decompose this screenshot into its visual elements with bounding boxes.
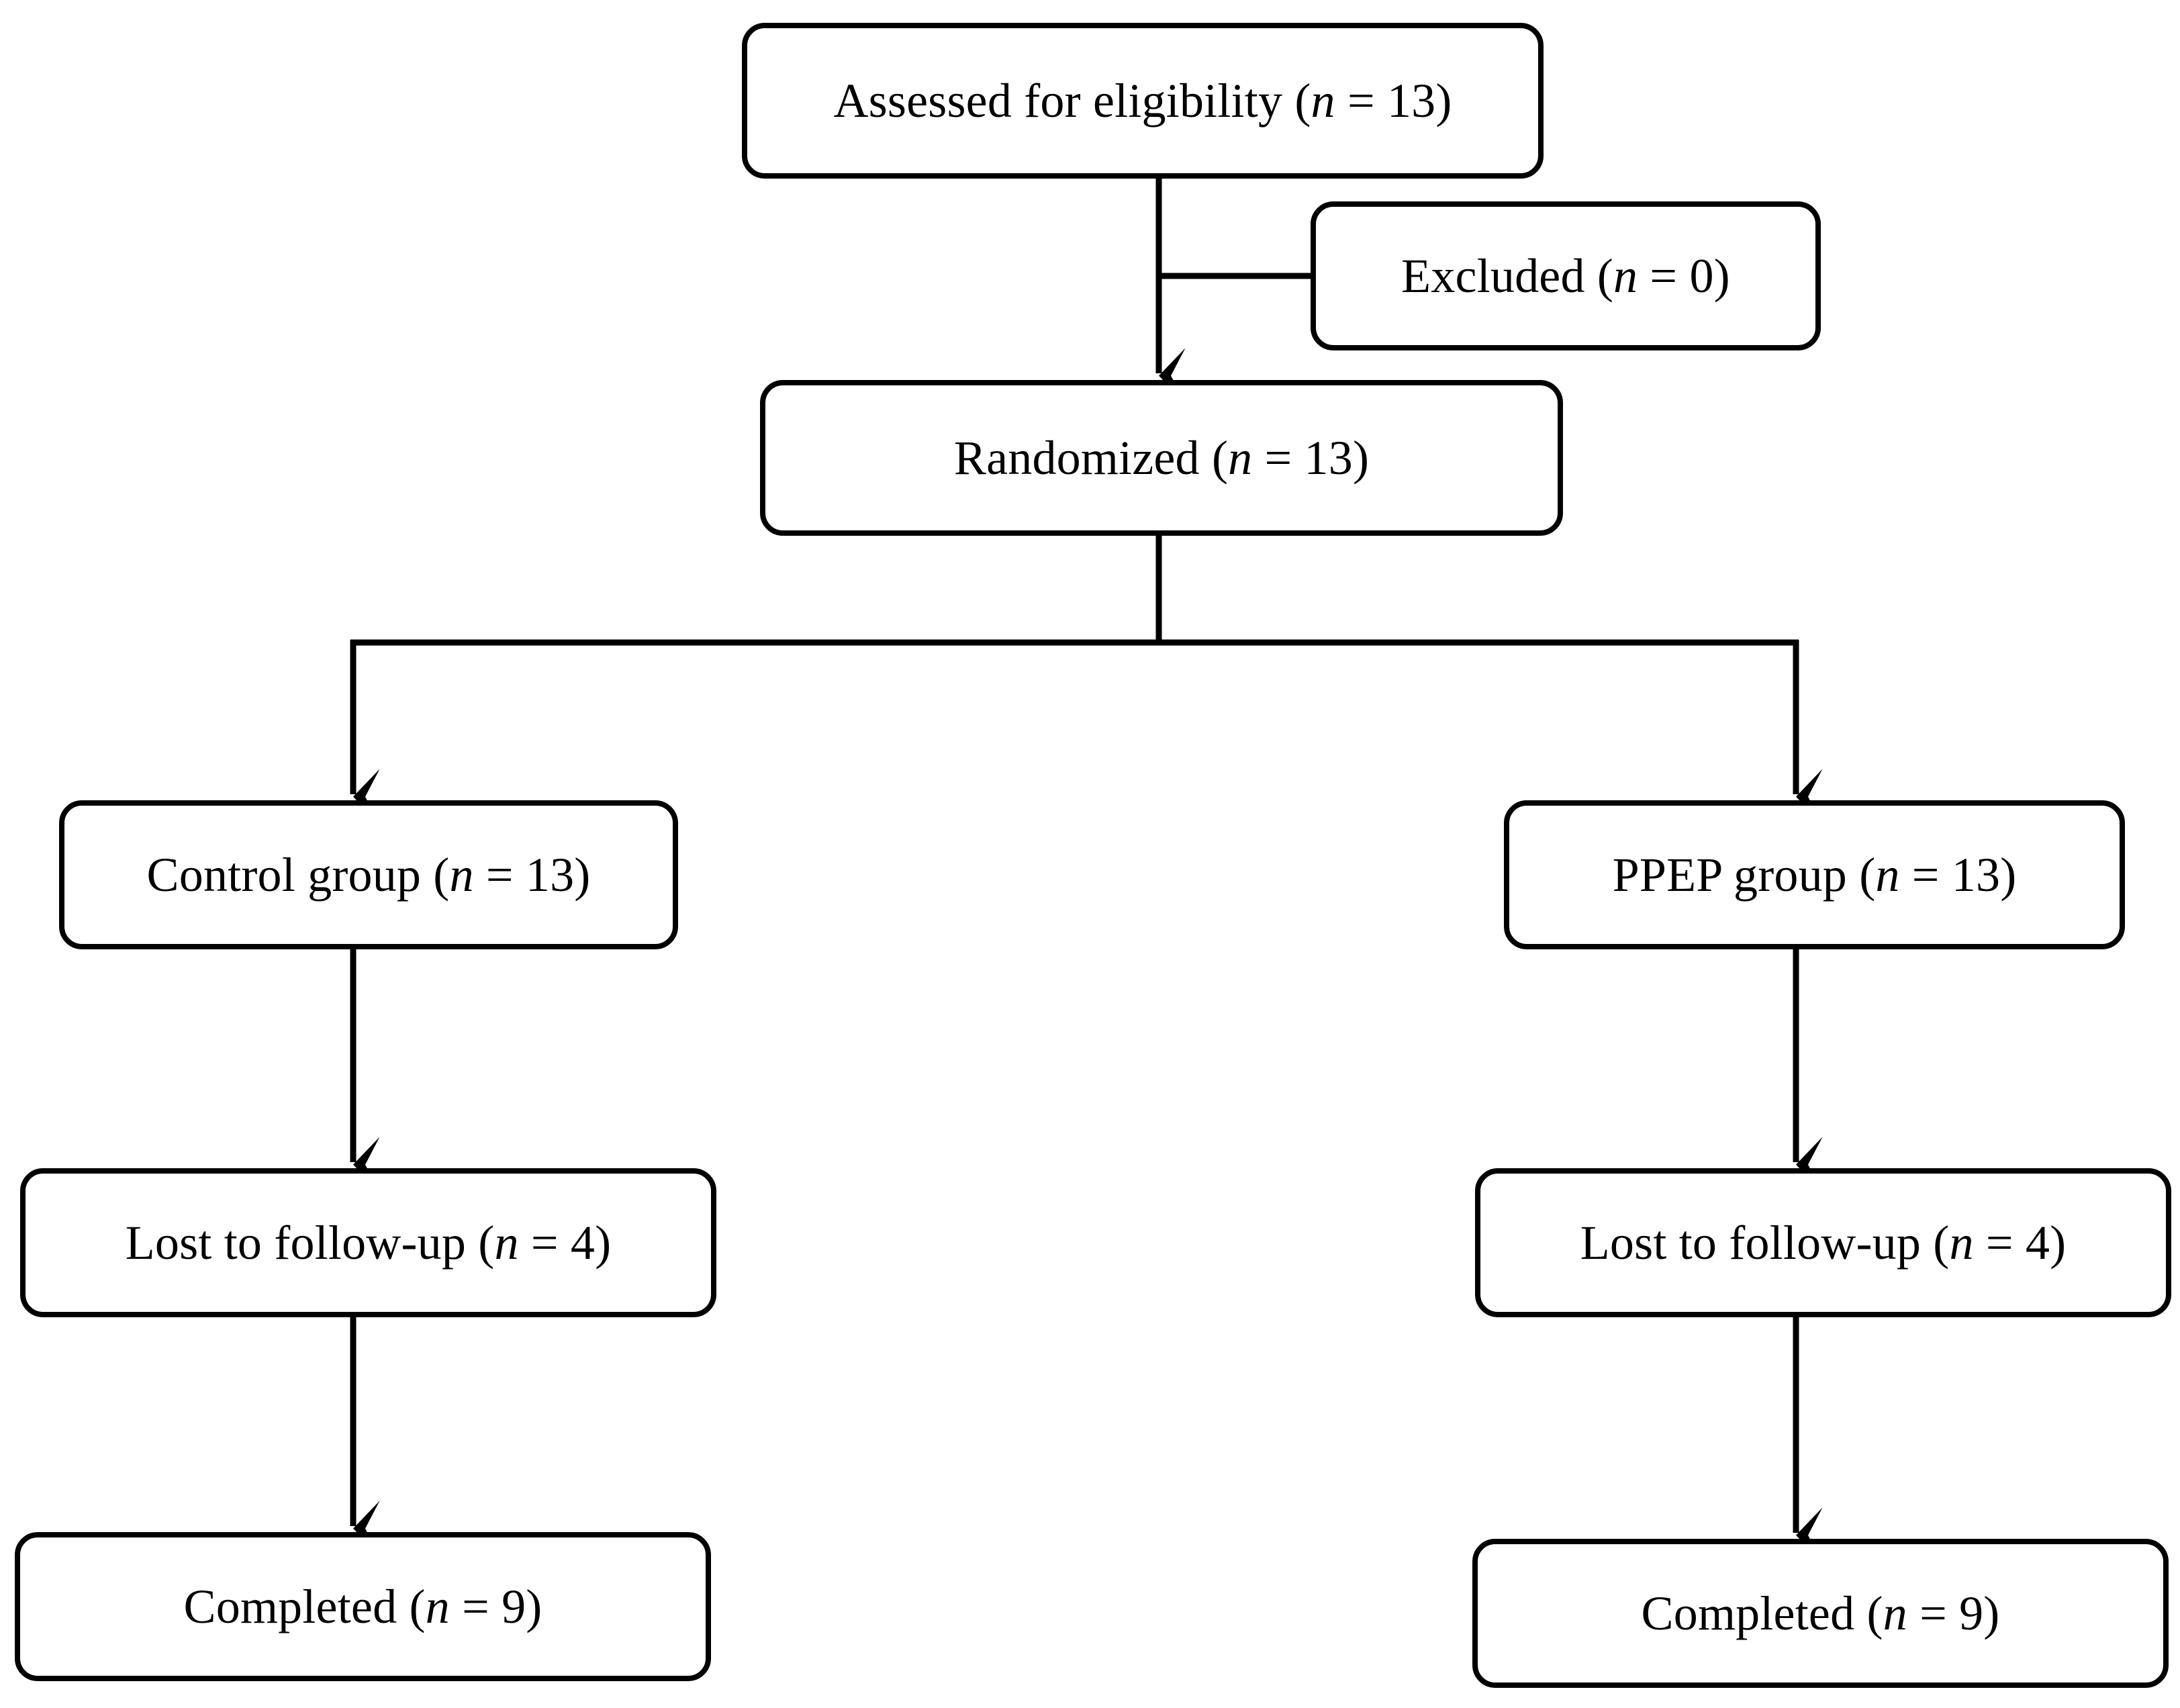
- ppep-group-box[interactable]: PPEP group (n = 13): [1504, 800, 2125, 949]
- excluded-label: Excluded (n = 0): [1401, 248, 1730, 303]
- assessed-for-eligibility-label: Assessed for eligibility (n = 13): [833, 73, 1452, 128]
- randomized-label: Randomized (n = 13): [953, 430, 1370, 485]
- control-completed-label: Completed (n = 9): [183, 1579, 542, 1633]
- control-completed-box[interactable]: Completed (n = 9): [15, 1532, 711, 1681]
- control-group-label: Control group (n = 13): [146, 847, 591, 902]
- ppep-group-label: PPEP group (n = 13): [1612, 847, 2017, 902]
- ppep-completed-box[interactable]: Completed (n = 9): [1472, 1539, 2169, 1688]
- ppep-lost-to-followup-label: Lost to follow-up (n = 4): [1580, 1215, 2067, 1270]
- randomized-box[interactable]: Randomized (n = 13): [760, 380, 1563, 536]
- control-group-box[interactable]: Control group (n = 13): [59, 800, 678, 949]
- excluded-box[interactable]: Excluded (n = 0): [1311, 201, 1821, 350]
- control-lost-to-followup-box[interactable]: Lost to follow-up (n = 4): [20, 1168, 716, 1317]
- ppep-lost-to-followup-box[interactable]: Lost to follow-up (n = 4): [1475, 1168, 2171, 1317]
- ppep-completed-label: Completed (n = 9): [1641, 1586, 2000, 1640]
- assessed-for-eligibility-box[interactable]: Assessed for eligibility (n = 13): [742, 23, 1544, 179]
- control-lost-to-followup-label: Lost to follow-up (n = 4): [125, 1215, 612, 1270]
